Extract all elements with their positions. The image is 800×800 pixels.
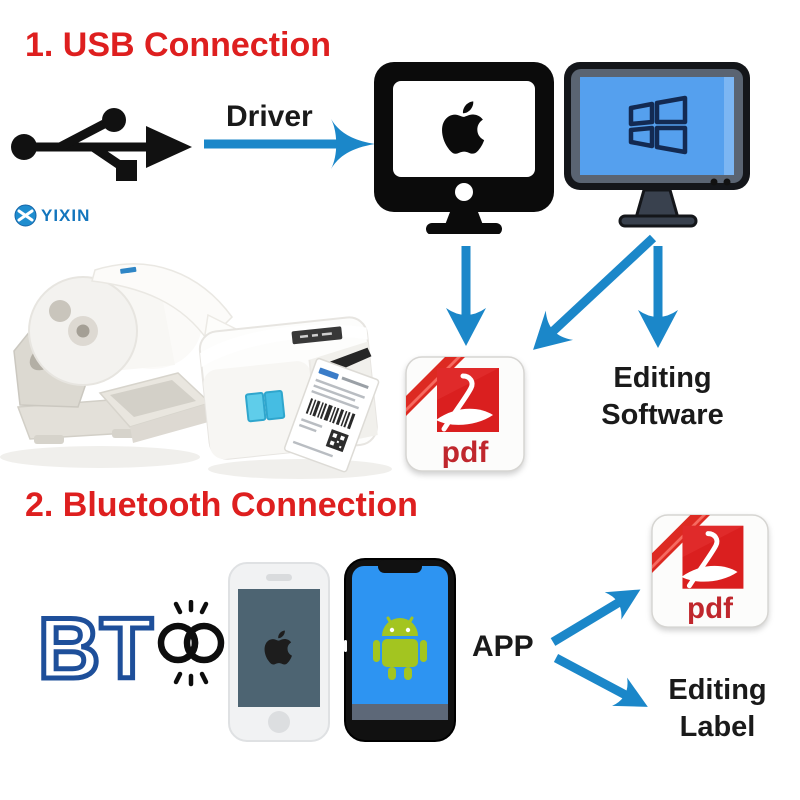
chain-link-icon xyxy=(157,600,225,687)
driver-arrow-icon xyxy=(204,119,375,169)
barcode xyxy=(305,398,356,430)
mac-computer-icon xyxy=(374,62,554,234)
pdf-icon: pdf xyxy=(651,514,769,628)
arrow-app-to-pdf-icon xyxy=(550,589,641,646)
windows-computer-icon xyxy=(564,62,750,228)
bluetooth-section-title: 2. Bluetooth Connection xyxy=(25,486,418,524)
pdf-icon: pdf xyxy=(405,356,525,472)
yixin-circle-icon xyxy=(14,204,37,227)
label-roll xyxy=(28,276,202,386)
apple-logo-icon xyxy=(264,630,292,665)
editing-label-label: Editing Label xyxy=(645,672,790,746)
acrobat-swirl-icon xyxy=(436,373,493,432)
editing-label-line2: Label xyxy=(679,711,756,743)
android-phone-icon xyxy=(344,558,456,742)
acrobat-swirl-icon xyxy=(681,531,738,589)
arrow-app-to-editing-label-icon xyxy=(553,654,648,707)
arrow-mac-to-pdf-icon xyxy=(446,246,486,346)
editing-label-line1: Editing xyxy=(668,674,767,706)
bt-logo: BT xyxy=(36,600,156,695)
feed-tray xyxy=(98,372,212,443)
arrow-windows-to-editing-software-icon xyxy=(638,246,678,348)
usb-section-title: 1. USB Connection xyxy=(25,26,332,64)
android-robot-icon xyxy=(373,616,427,680)
qr-code xyxy=(325,429,349,453)
editing-software-label: Editing Software xyxy=(585,360,740,434)
yixin-logo: YIXIN xyxy=(14,204,90,227)
pdf-badge-text: pdf xyxy=(442,436,490,469)
editing-software-line1: Editing xyxy=(613,362,712,394)
arrow-windows-to-pdf-icon xyxy=(533,234,657,350)
app-label: APP xyxy=(472,630,534,663)
bt-logo-text: BT xyxy=(38,601,153,695)
windows-logo-icon xyxy=(628,95,688,155)
printer-feed-button xyxy=(244,391,267,423)
iphone-icon xyxy=(228,562,330,742)
driver-label: Driver xyxy=(226,100,313,133)
usb-icon xyxy=(11,108,192,181)
apple-logo-icon xyxy=(442,101,485,154)
pdf-badge-text: pdf xyxy=(687,592,733,625)
yixin-logo-text: YIXIN xyxy=(41,205,91,225)
printed-shipping-label xyxy=(283,357,380,473)
editing-software-line2: Software xyxy=(601,399,724,431)
printer-power-button xyxy=(263,390,286,421)
label-printer-photo xyxy=(0,263,392,479)
